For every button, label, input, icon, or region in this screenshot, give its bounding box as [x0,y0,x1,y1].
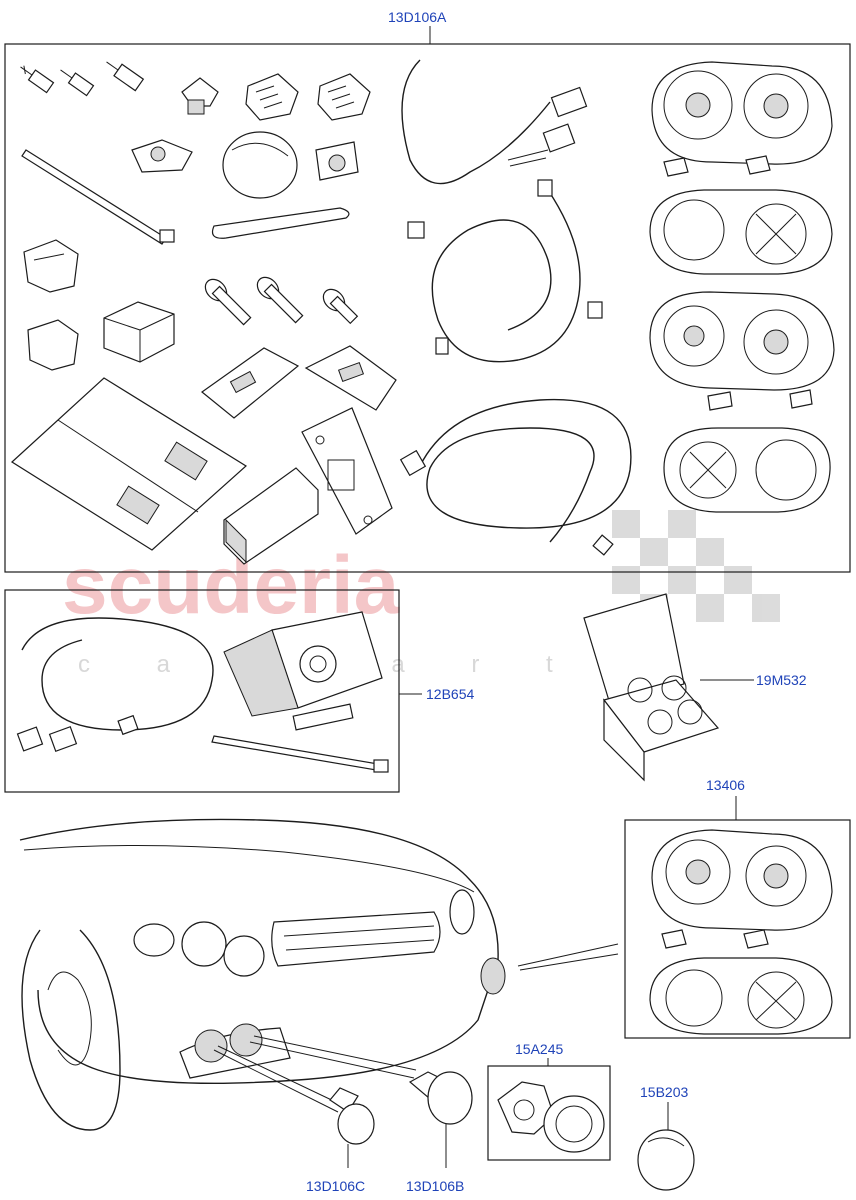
main-kit-frame [4,43,851,573]
gasket-left [201,347,300,419]
blanking-cap [222,131,298,199]
headlamp-switch [223,611,383,731]
bezel-housing-1 [651,61,833,165]
wiring-harness-long [399,398,632,556]
callout-lamp-right: 13D106B [406,1178,464,1194]
fog-lamp-right [408,1071,473,1125]
switch-module [223,467,319,565]
bracket-clip-lower [27,319,79,371]
screw-set [20,61,145,97]
callout-lamp-ring: 15A245 [515,1041,563,1057]
bezel-frame-1 [649,189,833,275]
bezel-frame-3 [649,957,833,1035]
fog-lamp-left [329,1087,375,1145]
switch-kit-frame [4,589,400,793]
callout-cover: 15B203 [640,1084,688,1100]
fuse [181,77,219,115]
callout-lamp-left: 13D106C [306,1178,365,1194]
lamp-ring-frame [487,1065,611,1161]
bezel-frame-2 [663,427,831,513]
wiring-harness-medium [407,179,603,363]
clip-pair-3 [661,929,769,949]
bracket-clip-upper [23,239,79,293]
cable-tie [21,149,175,245]
spire-clip [131,139,193,173]
lamp-bezel-frame [624,819,851,1039]
foam-strip [211,207,350,239]
leader-vehicle-bezel-b [519,953,619,971]
clip-pair-1 [663,155,771,177]
clip-pair-2 [707,389,813,411]
vehicle-front-view [19,818,506,1131]
leader-lamp-right-a [249,1041,415,1079]
leader-lamp-left-a [213,1049,339,1113]
blanking-cover [637,1129,695,1191]
mounting-bracket [301,407,393,535]
bezel-housing-2 [649,291,835,391]
callout-lamp-bezel: 13406 [706,777,745,793]
template-sheet [11,377,247,551]
callout-bulb-kit: 19M532 [756,672,807,688]
screw-long-1 [204,278,252,326]
callout-switch-kit: 12B654 [426,686,474,702]
screw-short [322,288,359,325]
bezel-housing-3 [651,829,833,931]
relay [103,301,175,363]
leader-vehicle-bezel-a [517,943,619,967]
leader-lamp-right-b [253,1035,417,1071]
wiring-harness-short [401,59,588,185]
bulb-kit-box [583,593,720,782]
clip-nut [315,141,359,181]
leader-lamp-left-b [217,1045,341,1105]
switch-kit-harness [16,617,214,752]
lamp-mounting-ring [497,1081,605,1153]
switch-kit-cable-tie [211,735,389,773]
connector-pair [245,73,371,121]
callout-main-kit: 13D106A [388,9,447,25]
gasket-right [304,345,397,411]
screw-long-2 [256,276,304,324]
